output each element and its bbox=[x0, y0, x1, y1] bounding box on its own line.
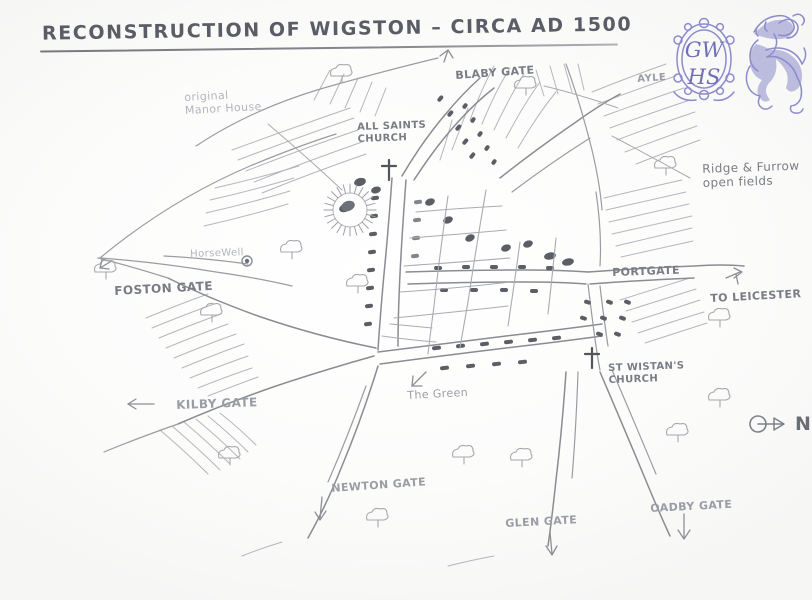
north-arrow-icon bbox=[749, 415, 785, 433]
crest-monogram-bottom: HS bbox=[687, 65, 721, 89]
arrow-the-green bbox=[411, 371, 427, 387]
st-wistans-cross bbox=[583, 346, 601, 370]
arrow-glen-gate bbox=[545, 531, 558, 556]
arrow-blaby-gate bbox=[439, 49, 454, 63]
arrow-newton-gate bbox=[314, 496, 327, 521]
compass-north-marker: N bbox=[748, 412, 811, 436]
compass-north-label: N bbox=[795, 413, 811, 435]
map-label-portgate: PORTGATE bbox=[611, 263, 681, 279]
arrow-to-leicester bbox=[725, 267, 743, 279]
horsewell-symbol bbox=[241, 255, 253, 267]
arrow-portgate bbox=[735, 273, 739, 285]
arrow-foston-gate bbox=[99, 259, 111, 270]
map-label-aylestone-gate: AYLE bbox=[637, 71, 667, 85]
arrow-kilby-gate bbox=[127, 398, 155, 410]
arrow-oadby-gate bbox=[677, 513, 691, 540]
society-crest-logo: GW HS bbox=[673, 13, 807, 114]
map-label-horsewell: HorseWell bbox=[190, 247, 245, 260]
all-saints-cross bbox=[380, 158, 398, 182]
map-label-kilby-gate: KILBY GATE bbox=[175, 395, 258, 412]
crest-monogram-top: GW bbox=[685, 38, 726, 62]
